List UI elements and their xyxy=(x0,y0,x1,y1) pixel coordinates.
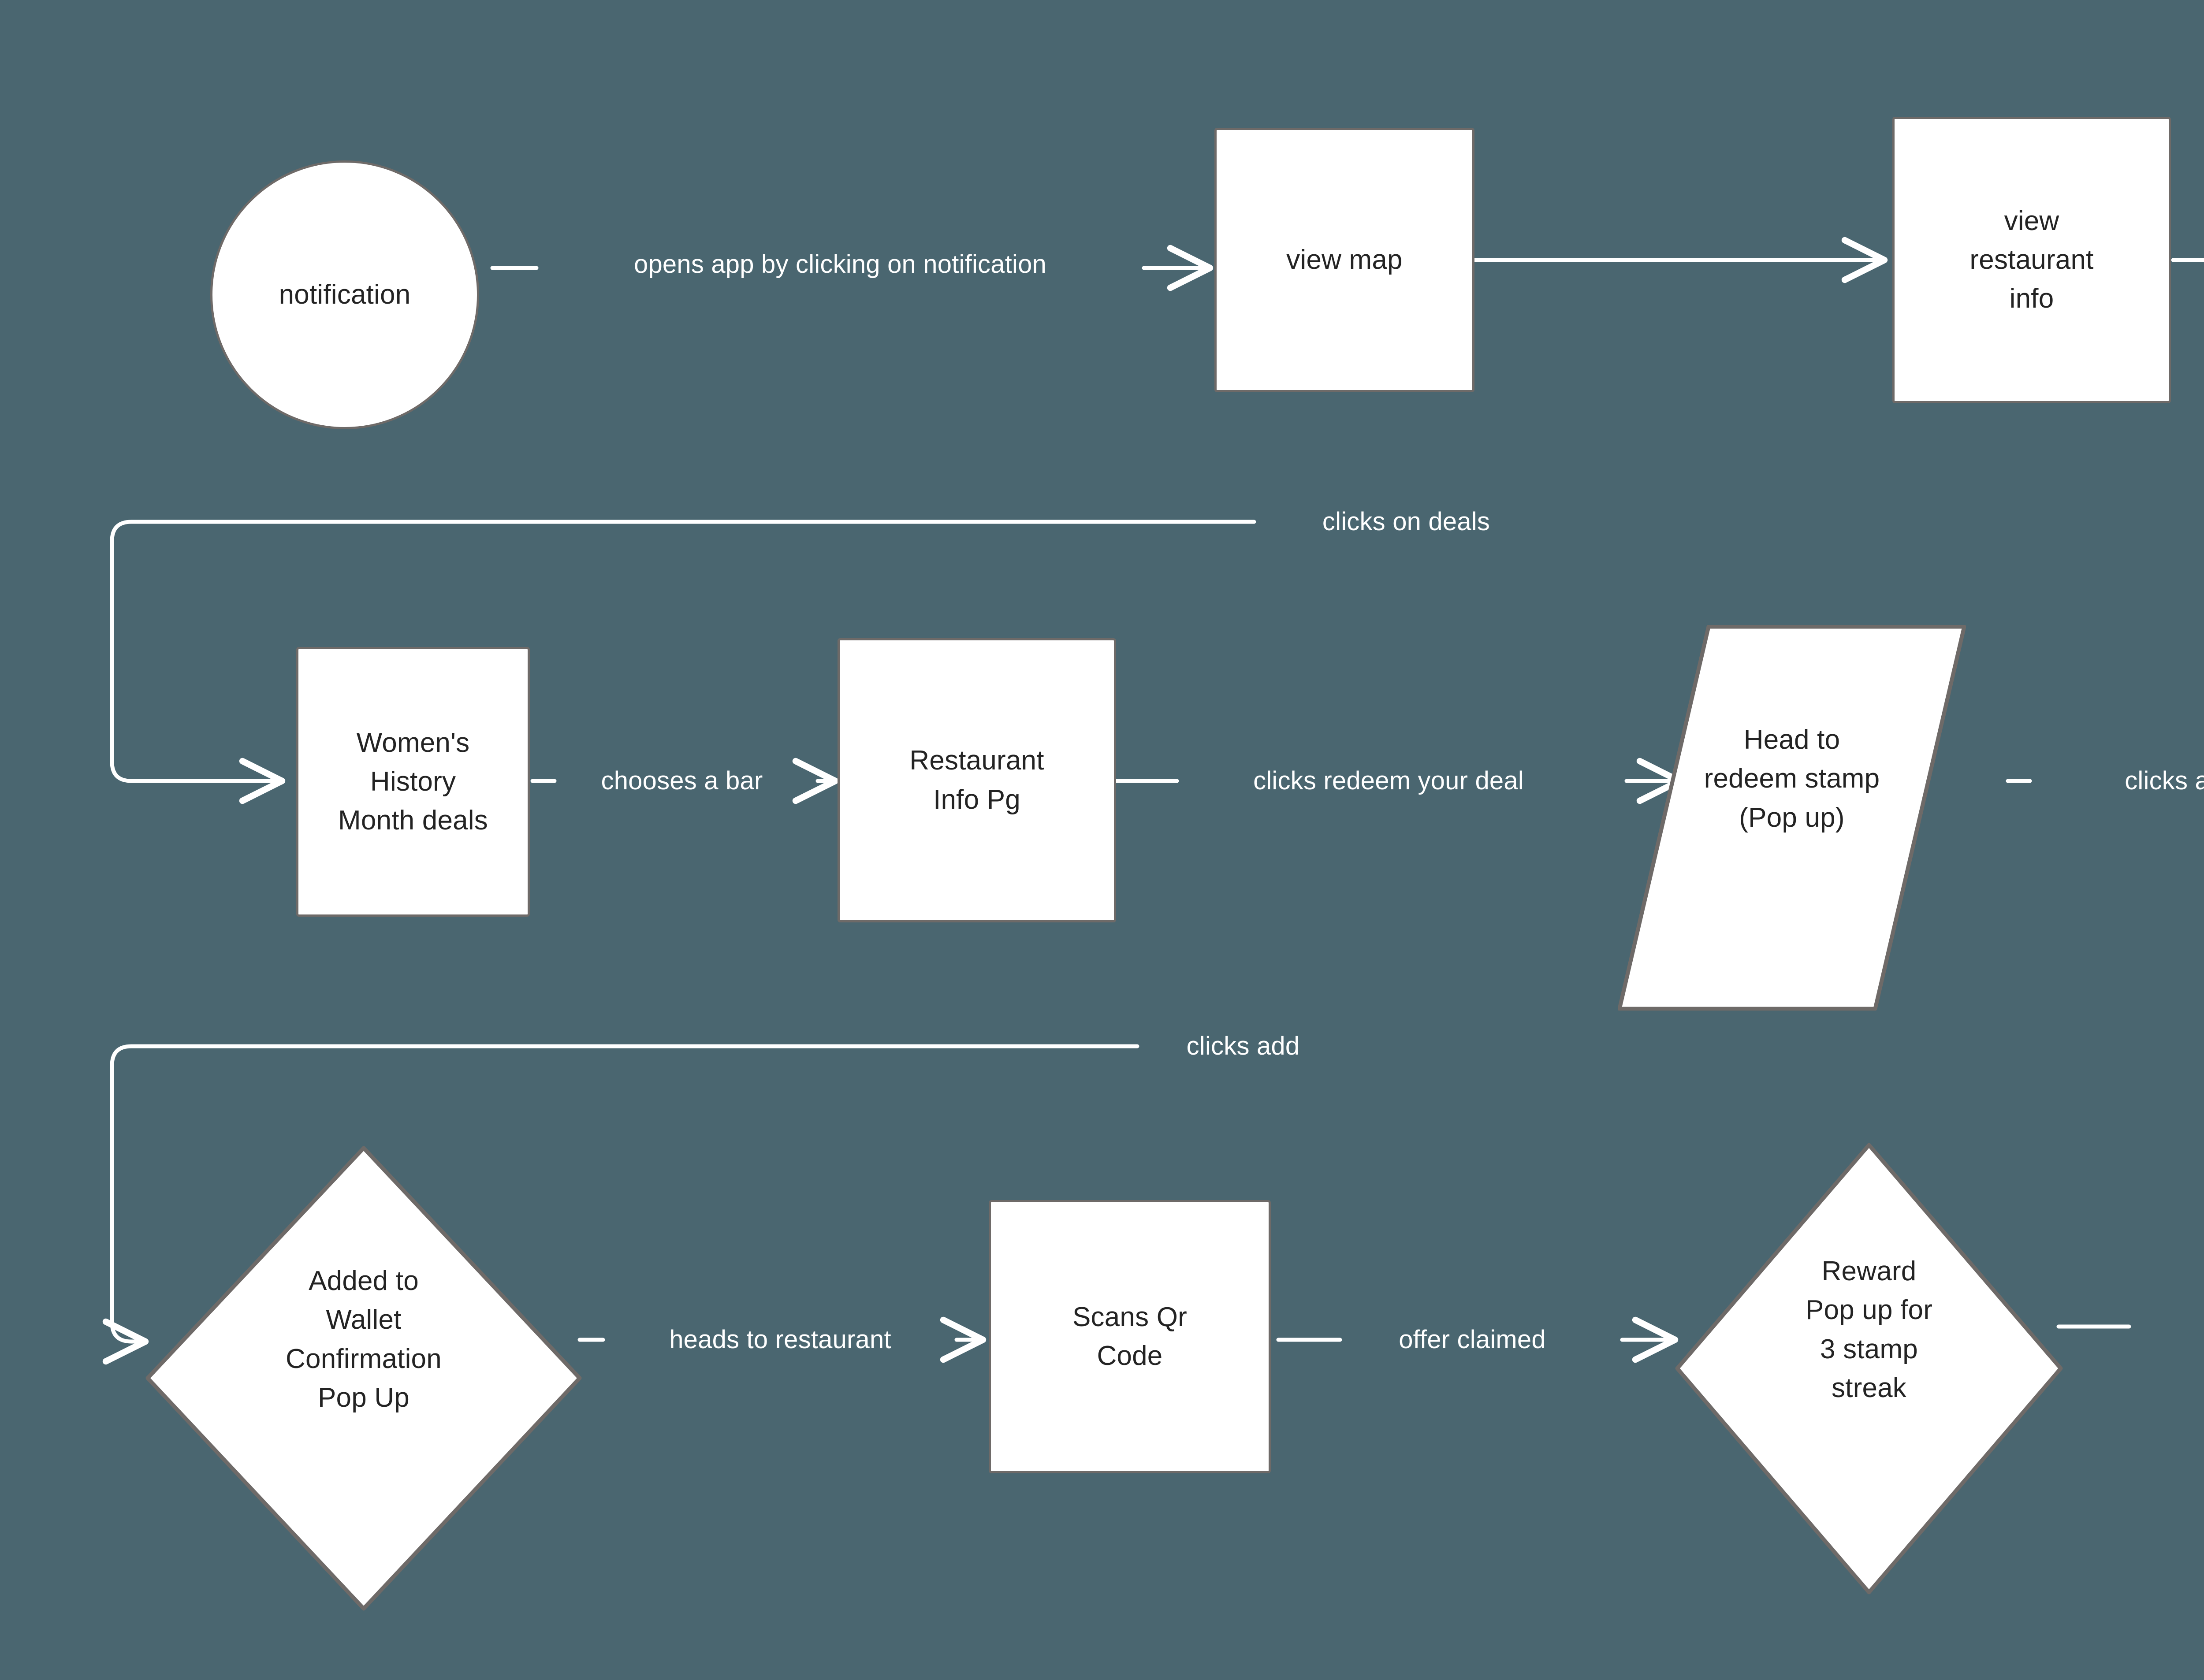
node-label: Women's History Month deals xyxy=(338,727,488,836)
edge-label-e7: clicks adds qr code to google wallet xyxy=(2125,766,2204,795)
node-label: Reward Pop up for 3 stamp streak xyxy=(1805,1256,1933,1403)
node-head-to-redeem-stamp[interactable]: Head to redeem stamp (Pop up) xyxy=(1618,586,1966,1011)
edge-label-e10: offer claimed xyxy=(1399,1325,1546,1354)
edge-label-e4: clicks on deals xyxy=(1322,507,1490,536)
node-label: view map xyxy=(1286,244,1403,275)
node-label: Added to Wallet Confirmation Pop Up xyxy=(286,1266,442,1413)
edge-label-e8: clicks add xyxy=(1186,1032,1300,1061)
diamond-shape xyxy=(145,1107,582,1611)
node-restaurant-info-pg[interactable]: Restaurant Info Pg xyxy=(838,638,1116,922)
node-scans-qr-code[interactable]: Scans Qr Code xyxy=(989,1200,1271,1473)
node-label: notification xyxy=(279,279,411,310)
node-reward-popup[interactable]: Reward Pop up for 3 stamp streak xyxy=(1675,1104,2063,1595)
node-label: Head to redeem stamp (Pop up) xyxy=(1704,725,1880,833)
edge-label-e5: chooses a bar xyxy=(601,766,763,795)
node-label: Scans Qr Code xyxy=(1072,1301,1187,1371)
node-view-map[interactable]: view map xyxy=(1214,128,1474,392)
node-view-restaurant-info[interactable]: view restaurant info xyxy=(1892,117,2171,403)
node-label: view restaurant info xyxy=(1969,205,2094,314)
node-added-to-wallet-confirmation[interactable]: Added to Wallet Confirmation Pop Up xyxy=(145,1107,582,1611)
node-womens-history-month-deals[interactable]: Women's History Month deals xyxy=(296,647,530,917)
edge-label-e6: clicks redeem your deal xyxy=(1253,766,1524,795)
node-notification[interactable]: notification xyxy=(210,160,479,429)
node-label: Restaurant Info Pg xyxy=(909,745,1044,815)
edge-label-e1: opens app by clicking on notification xyxy=(634,250,1046,279)
diamond-shape xyxy=(1675,1104,2063,1595)
edge-label-e9: heads to restaurant xyxy=(669,1325,891,1354)
parallelogram-shape xyxy=(1618,586,1966,1011)
